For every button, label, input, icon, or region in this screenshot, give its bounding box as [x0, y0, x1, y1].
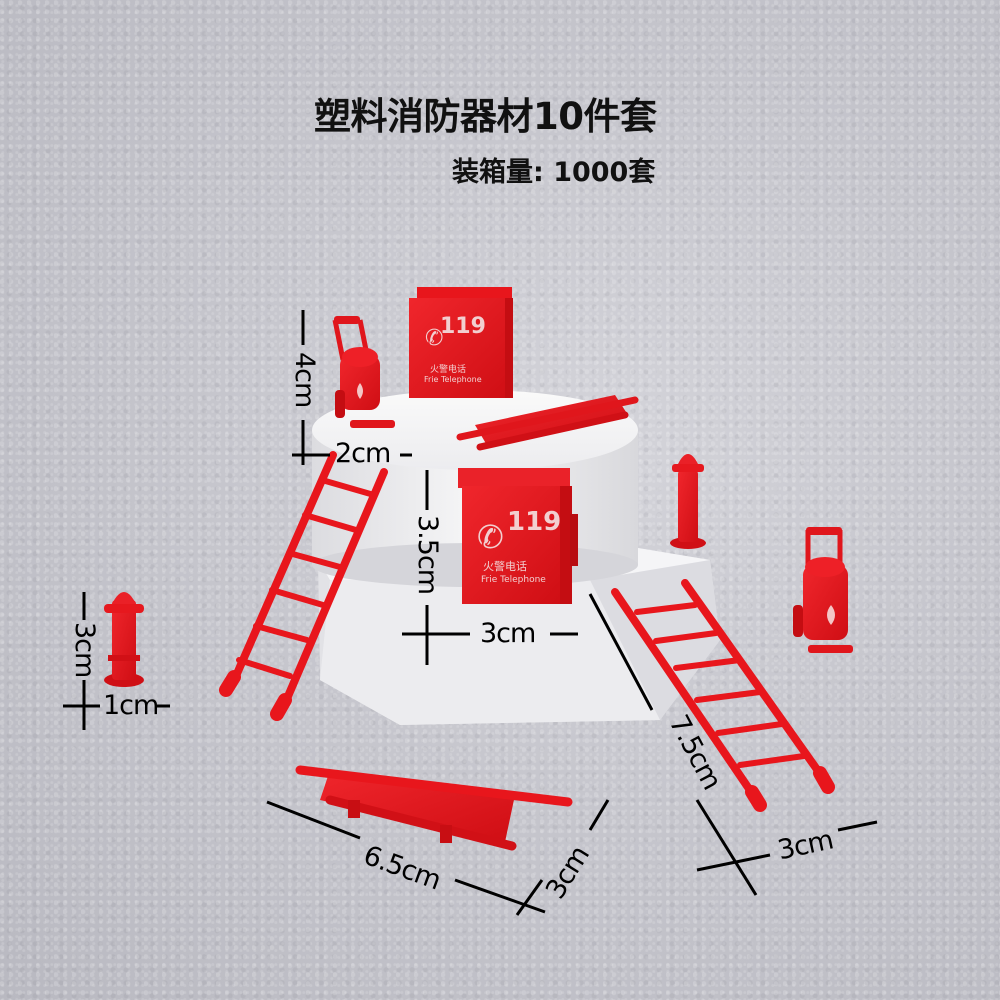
phone-number-small: 119: [440, 314, 486, 339]
fire-hydrant-top: [670, 454, 706, 549]
stretcher-small: [456, 395, 639, 451]
svg-text:119: 119: [507, 507, 561, 537]
svg-text:火警电话: 火警电话: [430, 363, 466, 375]
fire-telephone-box-small: 119 ✆ 火警电话 Frie Telephone: [409, 287, 513, 398]
ladder-right: [611, 579, 835, 812]
svg-text:✆: ✆: [425, 326, 443, 351]
dim-hydrant-height: 3cm: [69, 622, 100, 678]
svg-text:火警电话: 火警电话: [483, 559, 527, 573]
ladder-left: [219, 451, 388, 721]
dim-phone-height: 3.5cm: [412, 515, 443, 595]
dim-hydrant-width: 1cm: [103, 690, 159, 721]
fire-extinguisher-cart-right: [793, 527, 853, 653]
fire-telephone-box: ✆ 119 火警电话 Frie Telephone: [458, 468, 578, 604]
dim-phone-width: 3cm: [480, 618, 536, 649]
fire-hydrant: [104, 592, 144, 687]
upper-pedestal: [312, 390, 638, 587]
svg-text:Frie Telephone: Frie Telephone: [481, 575, 546, 585]
packing-quantity: 装箱量: 1000套: [452, 157, 656, 188]
stretcher: [295, 765, 573, 851]
product-title: 塑料消防器材10件套: [314, 95, 657, 138]
phone-handset-icon: ✆: [477, 518, 504, 556]
fire-extinguisher-cart: [332, 316, 395, 428]
dimension-lines: [63, 310, 878, 916]
svg-text:Frie Telephone: Frie Telephone: [424, 375, 482, 384]
dim-extinguisher-height: 4cm: [289, 352, 320, 408]
dim-extinguisher-width: 2cm: [335, 438, 391, 469]
